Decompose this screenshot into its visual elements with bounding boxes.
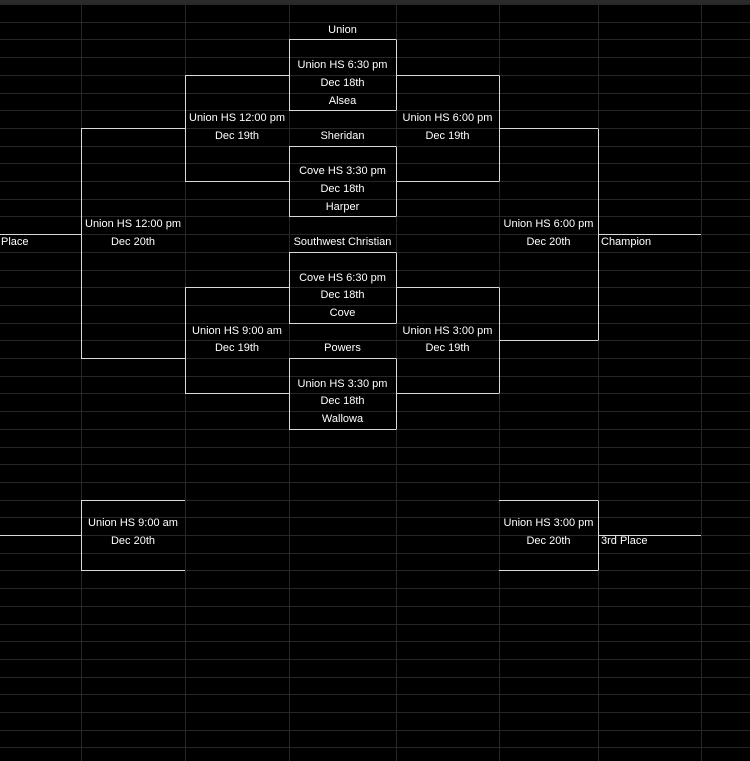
game4-date[interactable]: Dec 18th xyxy=(320,395,365,408)
third-place-label[interactable]: 3rd Place xyxy=(601,534,648,547)
semifinal1-date[interactable]: Dec 19th xyxy=(214,129,260,142)
semifinal3-location[interactable]: Union HS 9:00 am xyxy=(192,324,282,337)
semifinal1-location[interactable]: Union HS 12:00 pm xyxy=(189,112,285,125)
third-place-game-location[interactable]: Union HS 3:00 pm xyxy=(503,517,594,529)
team-southwest-christian[interactable]: Southwest Christian xyxy=(293,236,392,249)
left-bottom-game-date[interactable]: Dec 20th xyxy=(110,534,156,547)
consolation-final-location[interactable]: Union HS 12:00 pm xyxy=(85,218,181,231)
final-date[interactable]: Dec 20th xyxy=(526,236,571,249)
semifinal2-date[interactable]: Dec 19th xyxy=(425,129,470,142)
game1-date[interactable]: Dec 18th xyxy=(320,76,365,89)
game3-date[interactable]: Dec 18th xyxy=(320,289,365,302)
team-alsea[interactable]: Alsea xyxy=(328,94,357,107)
team-union[interactable]: Union xyxy=(328,23,357,36)
third-place-game-date[interactable]: Dec 20th xyxy=(526,534,571,547)
game2-location[interactable]: Cove HS 3:30 pm xyxy=(299,165,386,178)
final-location[interactable]: Union HS 6:00 pm xyxy=(503,218,594,231)
game1-location[interactable]: Union HS 6:30 pm xyxy=(297,59,388,72)
game3-location[interactable]: Cove HS 6:30 pm xyxy=(299,271,386,284)
team-wallowa[interactable]: Wallowa xyxy=(321,413,364,426)
consolation-final-date[interactable]: Dec 20th xyxy=(110,236,156,249)
left-place-label[interactable]: Place xyxy=(1,236,29,249)
game4-location[interactable]: Union HS 3:30 pm xyxy=(297,377,388,390)
semifinal2-location[interactable]: Union HS 6:00 pm xyxy=(402,112,493,125)
team-powers[interactable]: Powers xyxy=(324,342,361,355)
team-sheridan[interactable]: Sheridan xyxy=(320,129,365,142)
team-cove[interactable]: Cove xyxy=(329,306,356,319)
champion-label[interactable]: Champion xyxy=(601,236,652,249)
semifinal4-date[interactable]: Dec 19th xyxy=(425,342,470,355)
team-harper[interactable]: Harper xyxy=(325,200,360,213)
game2-date[interactable]: Dec 18th xyxy=(320,183,365,195)
sheet-header-strip xyxy=(0,0,750,4)
semifinal3-date[interactable]: Dec 19th xyxy=(214,342,260,355)
left-bottom-game-location[interactable]: Union HS 9:00 am xyxy=(88,517,178,529)
semifinal4-location[interactable]: Union HS 3:00 pm xyxy=(402,324,493,337)
